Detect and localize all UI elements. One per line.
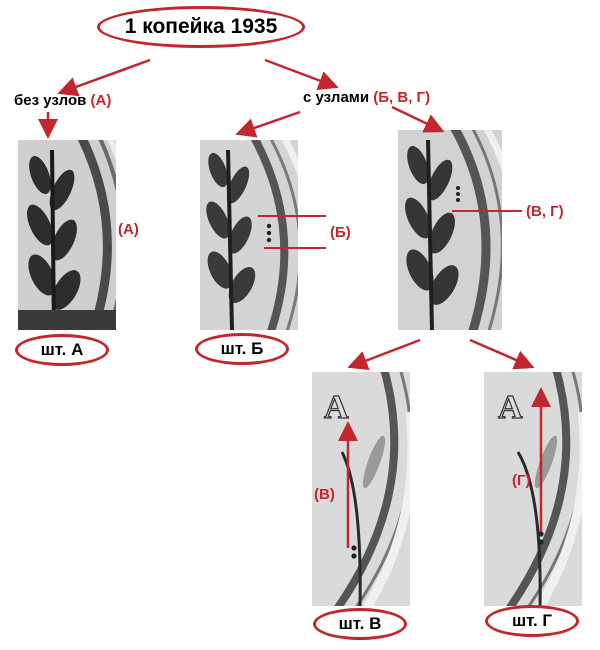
branch-right-code: (Б, В, Г) <box>373 89 431 106</box>
stamp-b-label: шт. Б <box>220 339 264 358</box>
marker-vg: (В, Г) <box>526 203 564 220</box>
arrow-vg-to-g <box>469 338 535 370</box>
marker-b: (Б) <box>330 224 351 241</box>
coin-image-b <box>200 140 298 330</box>
coin-image-g: А <box>484 372 582 606</box>
arrow-right-to-b <box>235 110 301 138</box>
page-title: 1 копейка 1935 <box>124 15 278 38</box>
stamp-g-label: шт. Г <box>511 611 553 630</box>
coin-image-v: А <box>312 372 410 606</box>
stamp-a-oval: шт. А <box>15 334 109 366</box>
stamp-v-label: шт. В <box>338 614 382 633</box>
mint-letter-g: А <box>498 389 523 426</box>
stamp-a-label: шт. А <box>40 340 84 359</box>
coin-image-a <box>18 140 116 330</box>
branch-left-text: без узлов <box>14 92 87 109</box>
marker-g: (Г) <box>512 472 531 489</box>
coin-image-vg <box>398 130 502 330</box>
stamp-g-oval: шт. Г <box>485 605 579 637</box>
arrow-right-to-vg <box>391 105 445 133</box>
arrow-title-to-right <box>264 58 339 91</box>
arrow-vg-to-v <box>347 338 421 370</box>
branch-left-label: без узлов (А) <box>14 92 111 109</box>
stamp-b-oval: шт. Б <box>195 333 289 365</box>
title-oval: 1 копейка 1935 <box>97 6 305 48</box>
branch-right-text: с узлами <box>303 89 370 106</box>
branch-left-code: (А) <box>90 92 112 109</box>
mint-letter-v: А <box>324 389 349 426</box>
branch-right-label: с узлами (Б, В, Г) <box>303 89 430 106</box>
arrow-title-to-left <box>57 58 151 97</box>
marker-a: (А) <box>118 221 139 238</box>
marker-v: (В) <box>314 486 335 503</box>
stamp-v-oval: шт. В <box>313 608 407 640</box>
